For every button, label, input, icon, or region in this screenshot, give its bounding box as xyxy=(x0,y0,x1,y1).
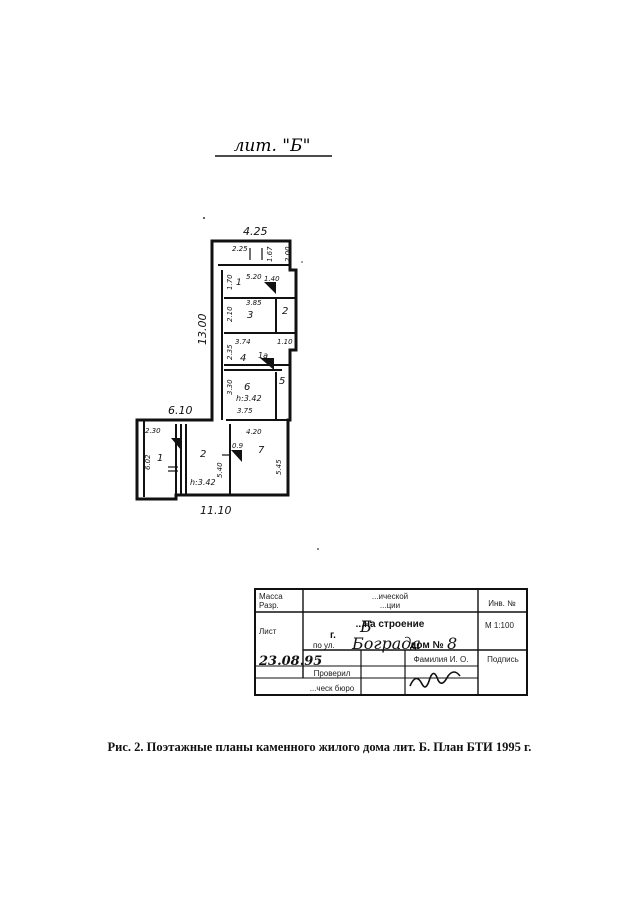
stamp-street-prefix: по ул. xyxy=(313,641,335,650)
heading-text: лит. "Б" xyxy=(234,136,311,156)
room-number: 5 xyxy=(279,376,285,387)
figure-caption: Рис. 2. Поэтажные планы каменного жилого… xyxy=(107,740,532,754)
dim-label: 0.9 xyxy=(232,442,244,450)
dim-label: 5.40 xyxy=(216,462,224,478)
stamp-sheet-label: Лист xyxy=(259,627,277,636)
floor-plan xyxy=(135,239,298,501)
stamp-top-left-2: Разр. xyxy=(259,601,279,610)
outer-wall xyxy=(135,239,298,501)
stamp-bureau: ...ческ бюро xyxy=(310,684,355,693)
room-number: 7 xyxy=(258,445,265,456)
dim-label: 2.00 xyxy=(284,246,292,262)
dim-label: 1.70 xyxy=(226,274,234,290)
height-label: h:3.42 xyxy=(190,478,216,487)
dim-label: 1.10 xyxy=(277,338,293,346)
room-number: 3 xyxy=(247,310,253,321)
room-number: 2 xyxy=(200,449,206,460)
dim-side-length: 13.00 xyxy=(196,314,209,346)
dim-label: 2.25 xyxy=(232,245,248,253)
stamp-city: г. xyxy=(330,630,336,641)
stamp-inv-label: Инв. № xyxy=(488,599,516,608)
room-number: 4 xyxy=(240,353,246,364)
dim-label: 2.10 xyxy=(226,306,234,322)
stamp-house-label: дом № xyxy=(410,640,444,651)
stamp-check-label: Проверил xyxy=(314,669,351,678)
dim-bottom-length: 11.10 xyxy=(200,504,232,517)
stamp-top-left-1: Масса xyxy=(259,592,283,601)
stamp-header-2: ...ции xyxy=(380,601,400,610)
room-number: 1 xyxy=(157,453,163,464)
stamp-litera: Б xyxy=(359,617,372,636)
dim-label: 4.20 xyxy=(246,428,262,436)
plan-labels: 4.25 13.00 6.10 11.10 2.25 1.67 2.00 1.7… xyxy=(144,225,293,517)
stamp-name-header: Фамилия И. О. xyxy=(414,655,469,664)
dim-label: 2.35 xyxy=(226,344,234,360)
room-number: 6 xyxy=(244,382,250,393)
dim-label: 2.30 xyxy=(145,427,161,435)
height-label: h:3.42 xyxy=(236,394,262,403)
room-number: 1 xyxy=(236,278,242,288)
stamp-scale-label: M 1:100 xyxy=(485,621,514,630)
dim-label: 5.20 xyxy=(246,273,262,281)
room-number: 2 xyxy=(282,306,288,317)
stamp-signature xyxy=(409,671,461,688)
dim-label: 3.74 xyxy=(235,338,251,346)
dim-label: 5.45 xyxy=(275,459,283,475)
dim-label: 1.67 xyxy=(266,246,274,262)
dim-label: 3.75 xyxy=(237,407,253,415)
stairs xyxy=(171,282,276,462)
window-marks xyxy=(168,248,263,472)
heading: лит. "Б" xyxy=(215,136,332,157)
dim-label: 1.40 xyxy=(264,275,280,283)
stamp-date: 23.08.95 xyxy=(258,654,322,669)
stamp-house-number: 8 xyxy=(447,634,457,653)
stamp-header-1: ...ической xyxy=(372,592,408,601)
stamp-street-handwritten: Бограда xyxy=(351,634,421,653)
stamp-signature-header: Подпись xyxy=(487,655,519,664)
scan-specks xyxy=(203,217,319,550)
dim-label: 3.30 xyxy=(226,379,234,395)
dim-top-width: 4.25 xyxy=(243,225,268,238)
dim-label: 3.85 xyxy=(246,299,262,307)
title-block-stamp: Масса Разр. ...ической ...ции Инв. № Лис… xyxy=(254,588,528,696)
stamp-title-line: ...на строение xyxy=(356,619,425,630)
interior-walls xyxy=(143,264,296,497)
dim-wing-width: 6.10 xyxy=(168,404,193,417)
room-number: 1a xyxy=(258,351,268,360)
dim-label: 6.02 xyxy=(144,454,152,470)
